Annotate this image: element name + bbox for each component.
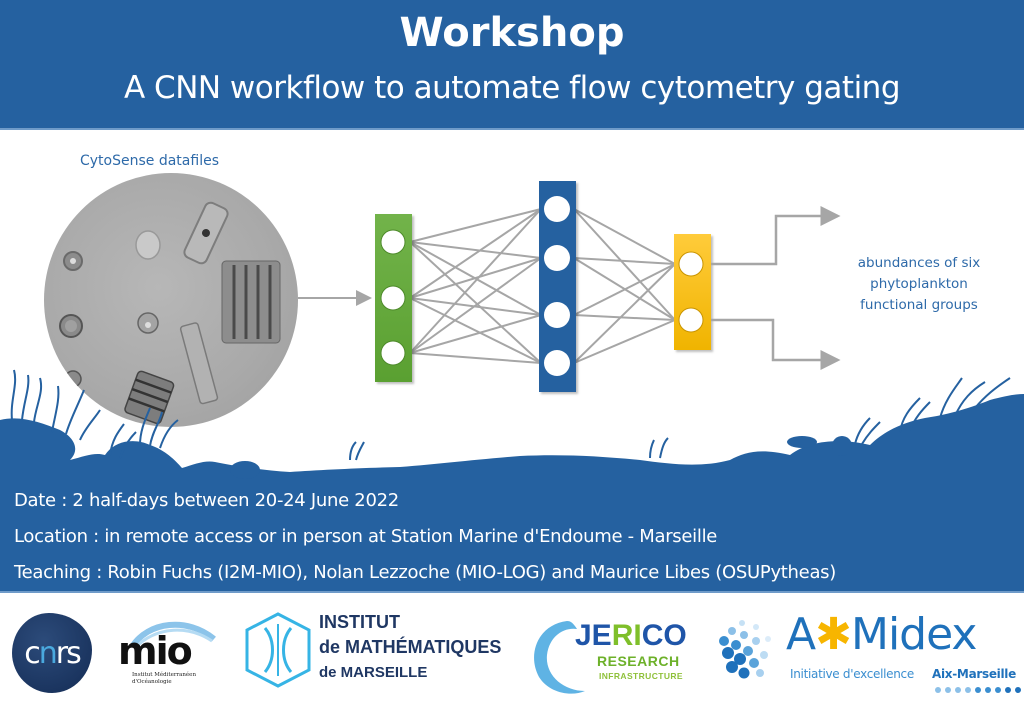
connections-input-hidden bbox=[409, 208, 542, 364]
connections-hidden-output bbox=[573, 208, 676, 364]
jerico-logo: JERICO RESEARCH INFRASTRUCTURE bbox=[527, 615, 697, 695]
fan-coral-icon bbox=[787, 436, 817, 448]
location-text: Location : in remote access or in person… bbox=[14, 526, 718, 547]
hexagon-icon bbox=[245, 612, 311, 688]
wave-globe-icon bbox=[534, 621, 585, 694]
workshop-info-band: Date : 2 half-days between 20-24 June 20… bbox=[0, 482, 1024, 593]
cnn-diagram bbox=[298, 181, 841, 392]
seaweed-icon bbox=[10, 369, 1011, 461]
phytoplankton-cells-icon bbox=[59, 201, 281, 425]
teaching-text: Teaching : Robin Fuchs (I2M-MIO), Nolan … bbox=[14, 562, 836, 583]
dots-row-icon bbox=[935, 687, 1021, 693]
workshop-subtitle: A CNN workflow to automate flow cytometr… bbox=[123, 70, 901, 106]
dots-sphere-icon bbox=[719, 620, 771, 679]
workshop-title: Workshop bbox=[399, 10, 625, 56]
hidden-layer bbox=[539, 181, 576, 392]
coral-reef-illustration bbox=[0, 369, 1024, 484]
i2m-logo: INSTITUT de MATHÉMATIQUES de MARSEILLE bbox=[243, 610, 523, 690]
brain-coral-icon bbox=[230, 461, 260, 479]
mio-logo: mio Institut Méditerranéen d'Océanologie bbox=[118, 617, 218, 687]
mio-eye-icon bbox=[129, 621, 216, 649]
cytosense-label: CytoSense datafiles bbox=[80, 153, 219, 169]
input-layer bbox=[375, 214, 412, 382]
microscopy-image bbox=[44, 173, 298, 427]
amidex-logo: A✱Midex Initiative d'excellence Aix-Mars… bbox=[712, 609, 1022, 701]
output-layer bbox=[674, 234, 711, 350]
header-banner: Workshop A CNN workflow to automate flow… bbox=[0, 0, 1024, 130]
round-coral-icon bbox=[832, 436, 852, 456]
date-text: Date : 2 half-days between 20-24 June 20… bbox=[14, 490, 399, 511]
output-arrows bbox=[711, 206, 841, 370]
output-label: abundances of six phytoplankton function… bbox=[857, 255, 981, 313]
